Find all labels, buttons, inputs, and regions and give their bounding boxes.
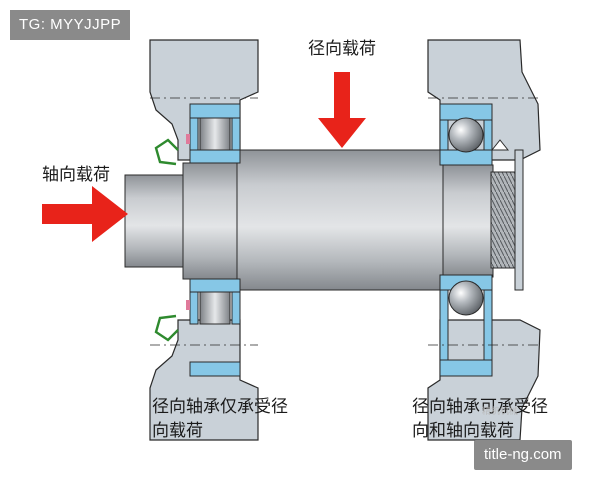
left-roller-bearing-top — [186, 103, 241, 164]
shaft — [124, 149, 516, 291]
left-roller-bearing-bottom — [186, 278, 241, 377]
axial-load-arrow — [42, 186, 128, 242]
right-ball-bearing-top — [439, 103, 493, 166]
left-housing — [149, 39, 259, 441]
site-badge: title-ng.com — [474, 440, 572, 470]
right-caption-line1: 径向轴承可承受径 — [412, 397, 548, 417]
centerline — [150, 97, 540, 346]
radial-load-label: 径向载荷 — [308, 39, 376, 59]
left-seal — [154, 138, 179, 342]
axial-load-label: 轴向载荷 — [42, 165, 110, 185]
left-caption-line2: 向载荷 — [152, 421, 203, 441]
overlay-mark: 精机机械 — [482, 407, 519, 417]
left-caption-line1: 径向轴承仅承受径 — [152, 397, 288, 417]
right-ball-bearing-bottom — [439, 274, 493, 377]
watermark-tag: TG: MYYJJPP — [10, 10, 131, 40]
lock-nut — [490, 139, 524, 291]
right-caption-line2: 向和轴向载荷 — [412, 421, 514, 441]
radial-load-arrow — [318, 72, 366, 148]
